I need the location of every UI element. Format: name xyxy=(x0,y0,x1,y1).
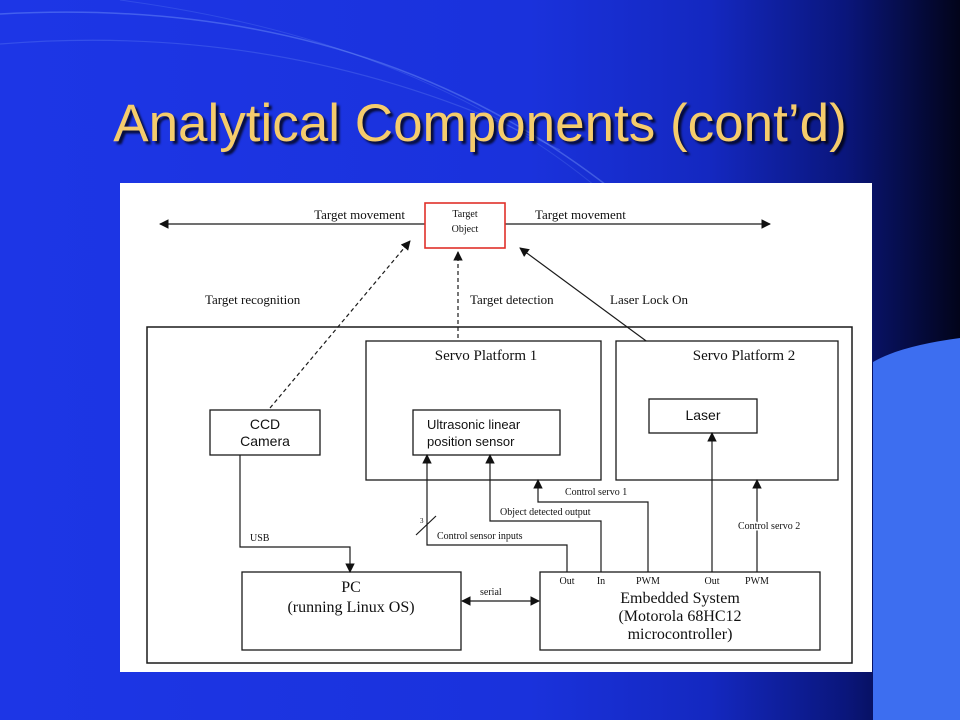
bus-width-label: 3 xyxy=(420,517,424,525)
control-servo-2-label: Control servo 2 xyxy=(738,521,800,532)
object-detected-output-label: Object detected output xyxy=(500,507,591,518)
slide-title: Analytical Components (cont’d) xyxy=(113,94,847,153)
bus-width-slash xyxy=(415,515,437,536)
ultrasonic-sensor-box xyxy=(412,409,561,456)
accent-panel xyxy=(873,338,960,720)
pc-label-line1: PC xyxy=(341,579,361,596)
embedded-system-label-line3: microcontroller) xyxy=(628,626,733,643)
servo-platform-1-label: Servo Platform 1 xyxy=(435,348,538,364)
serial-label: serial xyxy=(480,587,502,598)
usb-label: USB xyxy=(250,533,270,544)
decorative-curve xyxy=(0,11,611,189)
diagram-canvas: Target movement Target movement Target O… xyxy=(146,202,853,664)
block-diagram: Target movement Target movement Target O… xyxy=(120,183,872,672)
decorative-curve xyxy=(0,39,561,151)
system-boundary xyxy=(146,326,853,664)
embedded-port-label: In xyxy=(597,576,605,587)
embedded-port-label: Out xyxy=(560,576,575,587)
ccd-camera-box xyxy=(209,409,321,456)
target-object-label-line2: Object xyxy=(452,224,479,235)
control-servo-1-label: Control servo 1 xyxy=(565,487,627,498)
target-movement-left-label: Target movement xyxy=(314,207,405,222)
laser-lock-on-label: Laser Lock On xyxy=(610,292,688,307)
object-detected-output-connector xyxy=(485,454,602,572)
ultrasonic-sensor-label-line2: position sensor xyxy=(427,434,515,449)
control-servo-1-connector xyxy=(533,479,649,572)
decorative-curve xyxy=(119,0,601,191)
control-sensor-inputs-connector xyxy=(422,454,568,572)
control-sensor-inputs-label: Control sensor inputs xyxy=(437,531,523,542)
laser-box xyxy=(648,398,758,434)
embedded-system-label-line2: (Motorola 68HC12 xyxy=(618,608,741,625)
laser-label: Laser xyxy=(685,407,720,423)
embedded-system-label-line1: Embedded System xyxy=(620,590,740,607)
ccd-camera-label-line2: Camera xyxy=(240,433,290,449)
target-recognition-label: Target recognition xyxy=(205,292,301,307)
embedded-port-label: PWM xyxy=(745,576,769,587)
ultrasonic-sensor-label-line1: Ultrasonic linear xyxy=(427,417,521,432)
target-movement-right-label: Target movement xyxy=(535,207,626,222)
pc-box xyxy=(241,571,462,651)
pc-label-line2: (running Linux OS) xyxy=(287,599,414,616)
embedded-system-box xyxy=(539,571,821,651)
target-detection-label: Target detection xyxy=(470,292,554,307)
embedded-port-label: PWM xyxy=(636,576,660,587)
usb-connector xyxy=(239,455,355,573)
embedded-port-label: Out xyxy=(705,576,720,587)
target-object-label-line1: Target xyxy=(452,209,477,220)
target-recognition-arrow xyxy=(269,240,411,409)
ccd-camera-label-line1: CCD xyxy=(250,416,280,432)
target-object-box xyxy=(424,202,506,249)
servo-platform-2-label: Servo Platform 2 xyxy=(693,348,796,364)
